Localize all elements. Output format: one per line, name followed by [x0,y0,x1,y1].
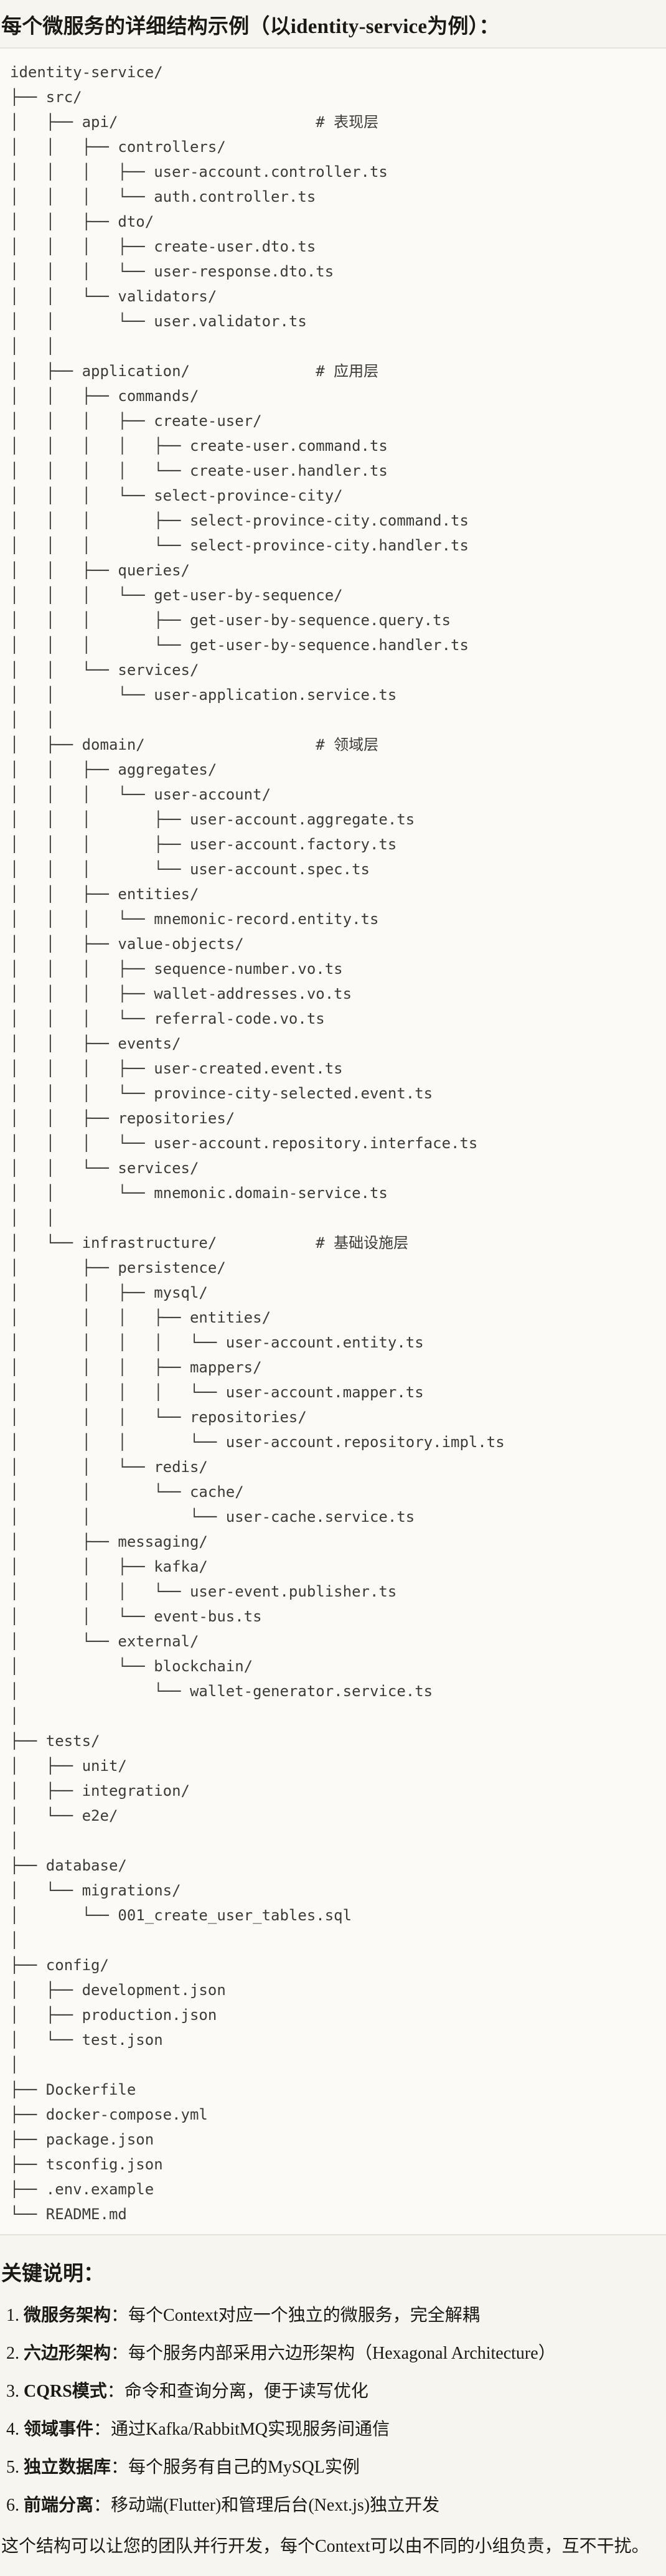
note-item-desc: 每个Context对应一个独立的微服务，完全解耦 [128,2306,480,2325]
note-item-number: 3. [6,2382,19,2401]
note-item-6: 6. 前端分离：移动端(Flutter)和管理后台(Next.js)独立开发 [6,2493,666,2519]
document-page: 每个微服务的详细结构示例（以identity-service为例）： ident… [0,12,666,2560]
notes-section: 关键说明： 1.微服务架构：每个Context对应一个独立的微服务，完全解耦 2… [1,2260,666,2560]
note-item-1: 1. 微服务架构：每个Context对应一个独立的微服务，完全解耦 [6,2303,666,2329]
note-item-term: CQRS模式 [24,2382,107,2401]
note-item-4: 4. 领域事件：通过Kafka/RabbitMQ实现服务间通信 [6,2417,666,2443]
note-item-desc: 每个服务内部采用六边形架构（Hexagonal Architecture） [128,2344,556,2363]
note-item-colon: ： [93,2420,111,2439]
note-item-2: 2. 六边形架构：每个服务内部采用六边形架构（Hexagonal Architec… [6,2341,666,2367]
note-item-desc: 通过Kafka/RabbitMQ实现服务间通信 [111,2420,390,2439]
note-item-colon: ： [93,2496,111,2515]
note-item-colon: ： [106,2382,124,2401]
note-item-colon: ： [111,2344,129,2363]
note-item-colon: ： [111,2306,129,2325]
note-item-desc: 移动端(Flutter)和管理后台(Next.js)独立开发 [111,2496,440,2515]
note-item-3: 3. CQRS模式：命令和查询分离，便于读写优化 [6,2379,666,2405]
notes-footer-paragraph: 这个结构可以让您的团队并行开发，每个Context可以由不同的小组负责，互不干扰… [1,2537,649,2556]
page-title: 每个微服务的详细结构示例（以identity-service为例）： [1,16,500,38]
note-item-number: 6. [6,2496,19,2515]
note-item-number: 4. [6,2420,19,2439]
note-item-number: 1. [6,2306,19,2325]
notes-heading: 关键说明： [1,2263,104,2285]
note-item-desc: 命令和查询分离，便于读写优化 [124,2382,368,2401]
note-item-desc: 每个服务有自己的MySQL实例 [128,2458,360,2477]
note-item-colon: ： [111,2458,129,2477]
note-item-5: 5. 独立数据库：每个服务有自己的MySQL实例 [6,2455,666,2481]
note-item-number: 5. [6,2458,19,2477]
note-item-number: 2. [6,2344,19,2363]
note-item-term: 领域事件 [24,2420,94,2439]
directory-tree-code-block: identity-service/ ├── src/ │ ├── api/ # … [0,47,666,2235]
note-item-term: 六边形架构 [24,2344,111,2363]
note-item-term: 微服务架构 [24,2306,111,2325]
directory-tree: identity-service/ ├── src/ │ ├── api/ # … [10,64,505,2223]
note-item-term: 前端分离 [24,2496,94,2515]
note-item-term: 独立数据库 [24,2458,111,2477]
